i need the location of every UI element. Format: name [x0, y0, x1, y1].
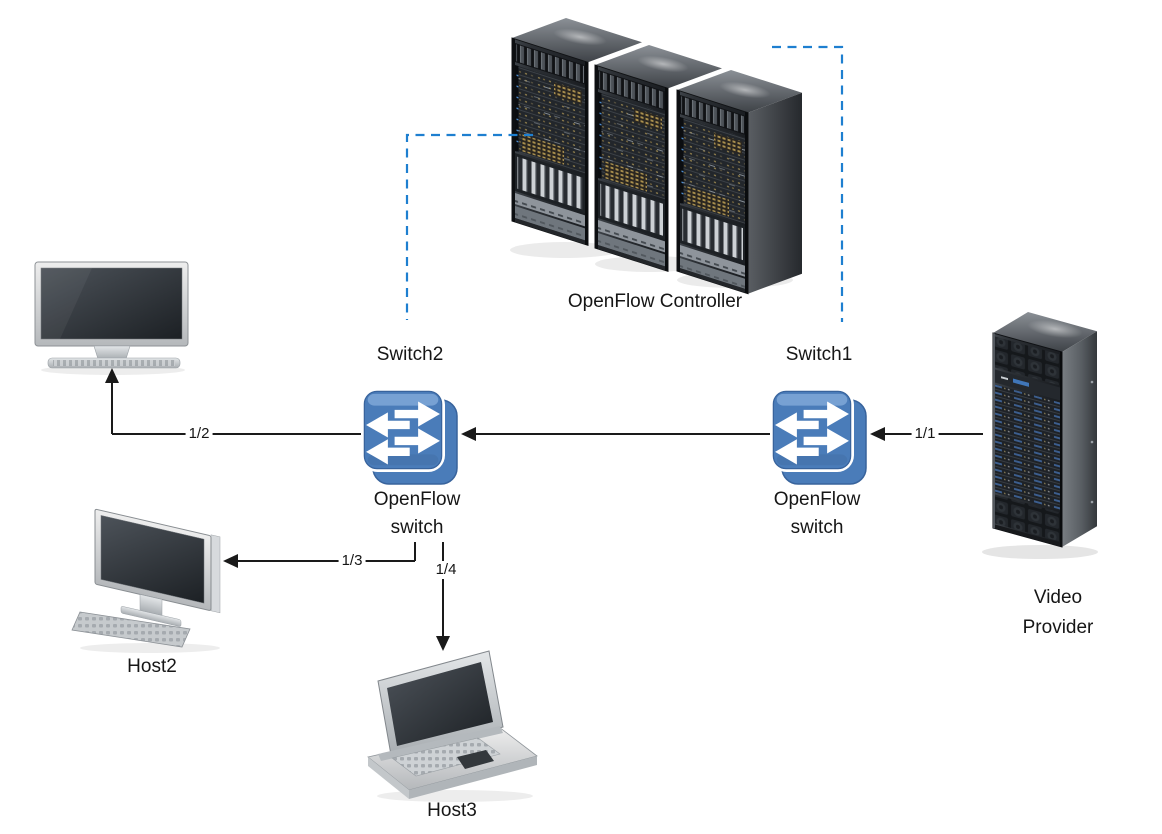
rack-shadow: [982, 545, 1098, 559]
rack-tower-2: [594, 45, 722, 273]
video-provider-rack-icon: [982, 312, 1098, 559]
rack-shadow: [510, 242, 620, 258]
port-label-1-2: 1/2: [185, 425, 213, 443]
switch2-name-label: Switch2: [376, 344, 444, 365]
switch2-type-label: OpenFlow switch: [373, 489, 461, 538]
keyboard-icon: [71, 611, 191, 648]
port-label-1-4: 1/4: [432, 561, 460, 579]
openflow-controller-racks-icon: [510, 18, 802, 295]
host2-label: Host2: [127, 656, 177, 677]
switch2-openflow-switch-icon: [361, 388, 458, 485]
host3-laptop-icon: [367, 650, 538, 802]
arrowhead-down: [436, 636, 450, 651]
monitor-base: [120, 606, 182, 627]
port-label-1-3: 1/3: [338, 552, 366, 570]
switch1-openflow-switch-icon: [770, 388, 867, 485]
laptop-screen: [387, 662, 493, 746]
arrowhead-left: [223, 554, 238, 568]
arrowheads: [105, 368, 885, 651]
video-provider-label: Video Provider: [1022, 587, 1094, 638]
monitor-side: [210, 534, 221, 614]
host2-computer-icon: [71, 508, 221, 653]
rack-tower-1: [511, 18, 642, 246]
arrowhead-left: [870, 427, 885, 441]
laptop-touchpad: [457, 750, 494, 769]
openflow-controller-label: OpenFlow Controller: [567, 291, 743, 312]
control-link-switch1-controller: [772, 45, 844, 322]
monitor-screen: [40, 267, 183, 340]
switch1-name-label: Switch1: [785, 344, 853, 365]
arrowhead-left: [461, 427, 476, 441]
host3-label: Host3: [427, 800, 477, 821]
arrowhead-up: [105, 368, 119, 383]
rack-tower-3: [676, 70, 802, 295]
data-links: [111, 382, 983, 637]
control-link-switch2-controller: [405, 133, 533, 320]
switch1-type-label: OpenFlow switch: [773, 489, 861, 538]
port-label-1-1: 1/1: [911, 425, 939, 443]
display-monitor-icon: [34, 261, 189, 375]
monitor-screen: [100, 515, 205, 604]
monitor-stand: [93, 345, 131, 360]
